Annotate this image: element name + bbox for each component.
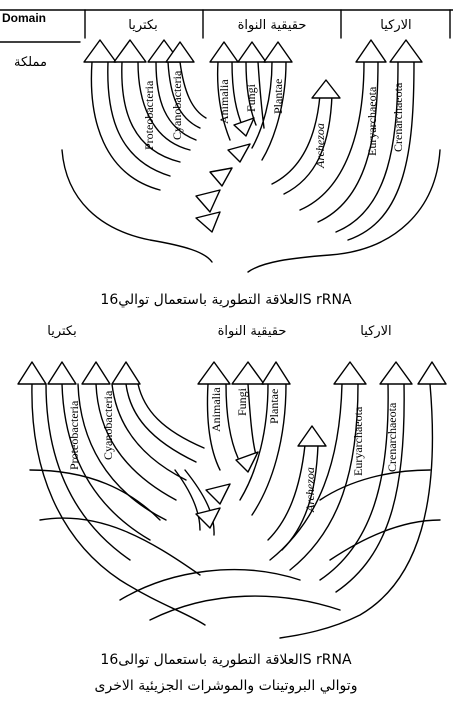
top-caption: العلاقة التطورية باستعمال توالي16S rRNA (100, 292, 352, 308)
bottom-tree-branches (29, 383, 441, 639)
top-tree-diagram: Domain مملكة بكتريا حقيقية النواة الاركي… (0, 9, 453, 308)
taxon-label-crenarchaeota: Crenarchaeota (391, 82, 405, 152)
group-label-eukarya: حقيقية النواة (238, 18, 307, 33)
taxon-label-proteobacteria-bottom: Proteobacteria (67, 400, 81, 470)
domain-label: Domain (2, 11, 46, 25)
taxon-label-cyanobacteria: Cyanobacteria (170, 70, 184, 140)
group-label-archaea-bottom: الاركيا (360, 324, 391, 339)
bottom-caption-line2: وتوالي البروتينات والموشرات الجزيئية الا… (95, 678, 358, 694)
taxon-label-animalia: Animalia (217, 79, 231, 124)
taxon-label-archezoa-bottom: Archezoa (303, 467, 317, 513)
group-label-eukarya-bottom: حقيقية النواة (218, 324, 287, 339)
group-label-archaea: الاركيا (380, 18, 411, 33)
group-label-bacteria: بكتريا (128, 18, 157, 33)
taxon-label-plantae: Plantae (271, 79, 285, 114)
taxon-label-fungi: Fungi (244, 83, 258, 112)
group-label-bacteria-bottom: بكتريا (47, 324, 76, 339)
taxon-label-plantae-bottom: Plantae (267, 389, 281, 424)
bottom-tree-diagram: بكتريا حقيقية النواة الاركيا (17, 324, 447, 694)
domain-header-frame (0, 9, 453, 43)
taxon-label-archezoa: Archezoa (313, 123, 327, 169)
taxon-label-euryarchaeota: Euryarchaeota (365, 86, 379, 156)
kingdom-label: مملكة (14, 55, 47, 70)
top-arrowheads (83, 39, 423, 233)
taxon-label-proteobacteria: Proteobacteria (142, 80, 156, 150)
taxon-label-fungi-bottom: Fungi (235, 387, 249, 416)
bottom-caption-line1: العلاقة التطورية باستعمال توالى16S rRNA (100, 652, 352, 668)
taxon-label-crenarchaeota-bottom: Crenarchaeota (385, 402, 399, 472)
taxon-label-cyanobacteria-bottom: Cyanobacteria (101, 390, 115, 460)
taxon-label-euryarchaeota-bottom: Euryarchaeota (351, 406, 365, 476)
bottom-arrowheads (17, 361, 447, 529)
top-tree-branches (61, 61, 441, 273)
taxon-label-animalia-bottom: Animalia (209, 387, 223, 432)
